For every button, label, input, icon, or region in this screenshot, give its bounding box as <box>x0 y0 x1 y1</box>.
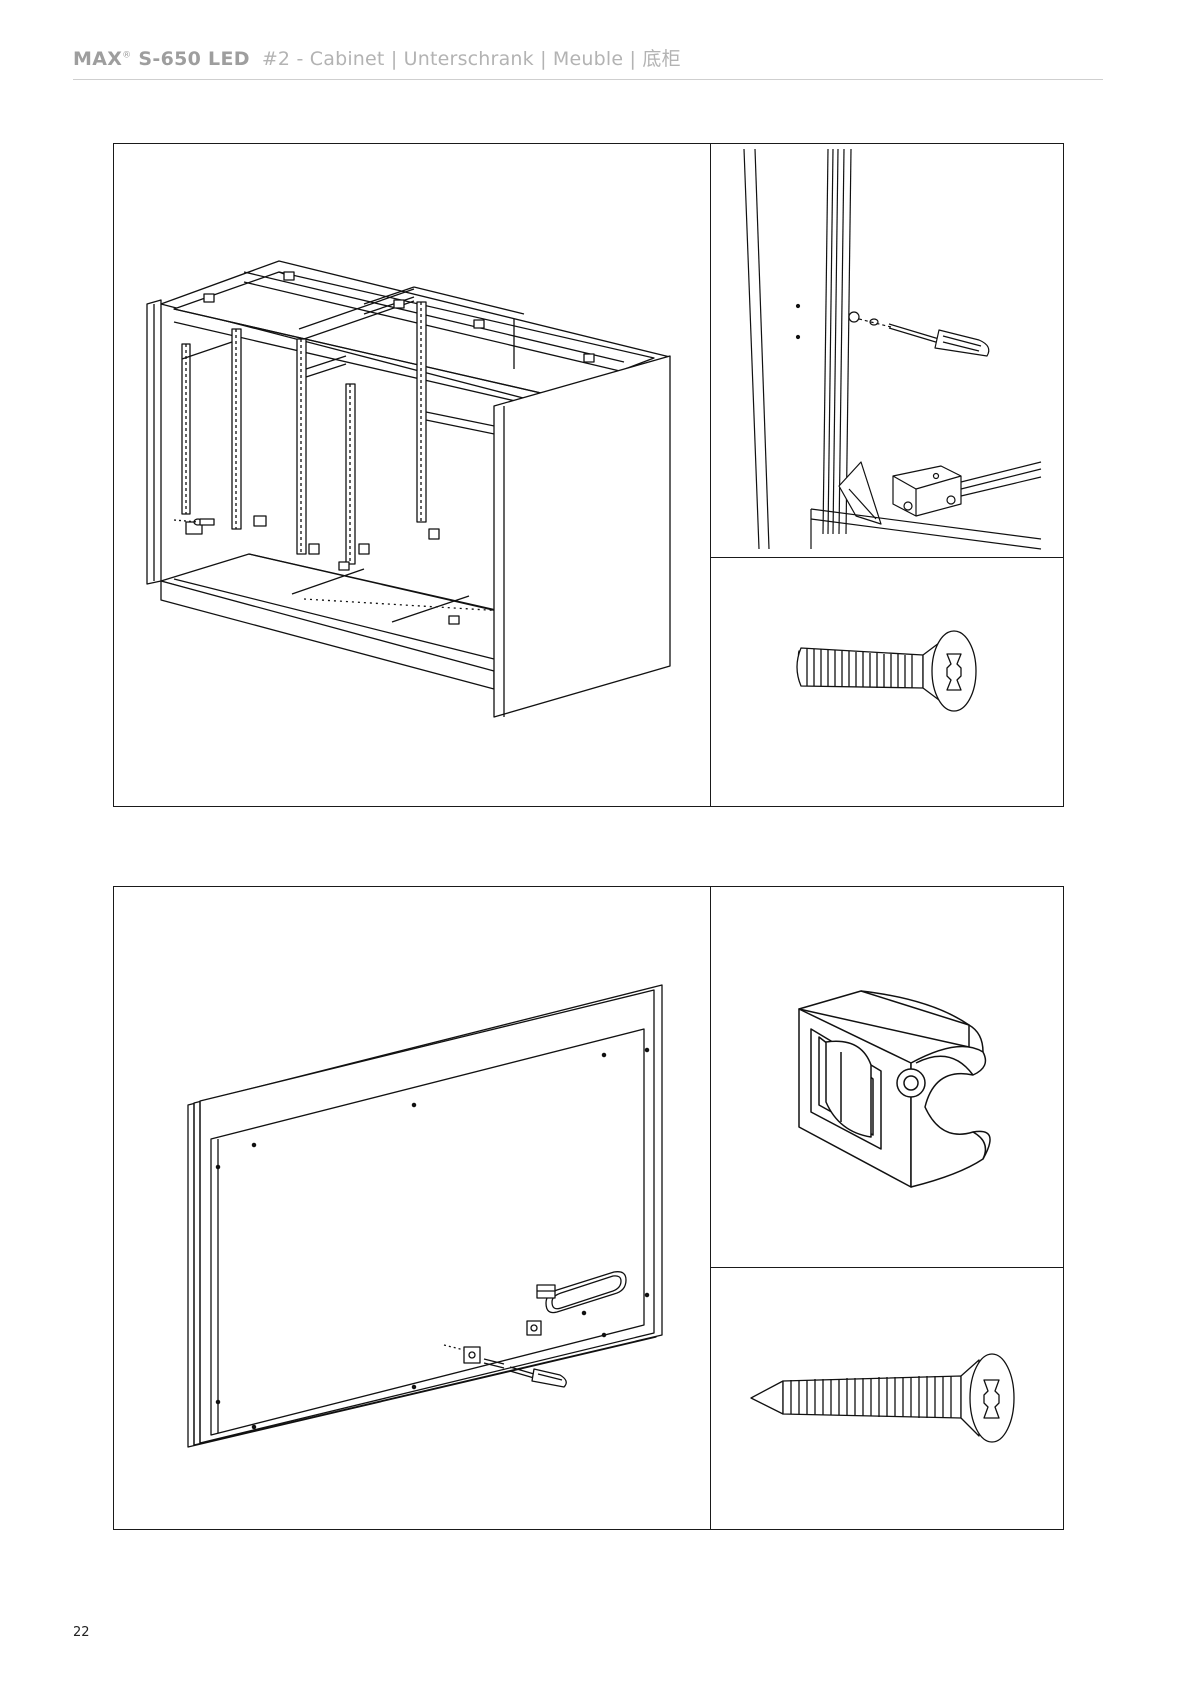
header-section-title: #2 - Cabinet | Unterschrank | Meuble | 底… <box>262 48 681 70</box>
machine-screw-part <box>711 558 1063 806</box>
page-header: MAX® S-650 LED #2 - Cabinet | Unterschran… <box>73 44 1103 80</box>
header-divider <box>73 79 1103 80</box>
countersunk-machine-screw-icon <box>797 631 976 711</box>
back-panel-illustration <box>114 887 710 1529</box>
countersunk-wood-screw-icon <box>751 1354 1014 1442</box>
side-panel-screw-detail <box>711 144 1063 557</box>
panel-clip-icon <box>799 991 990 1187</box>
wood-screw-part <box>711 1268 1063 1529</box>
figure-panel-top <box>113 143 1064 807</box>
panel-clip-part <box>711 887 1063 1267</box>
cabinet-frame-illustration <box>114 144 710 806</box>
page-number: 22 <box>73 1625 90 1640</box>
header-brand: MAX® S-650 LED <box>73 48 250 70</box>
figure-panel-bottom <box>113 886 1064 1530</box>
